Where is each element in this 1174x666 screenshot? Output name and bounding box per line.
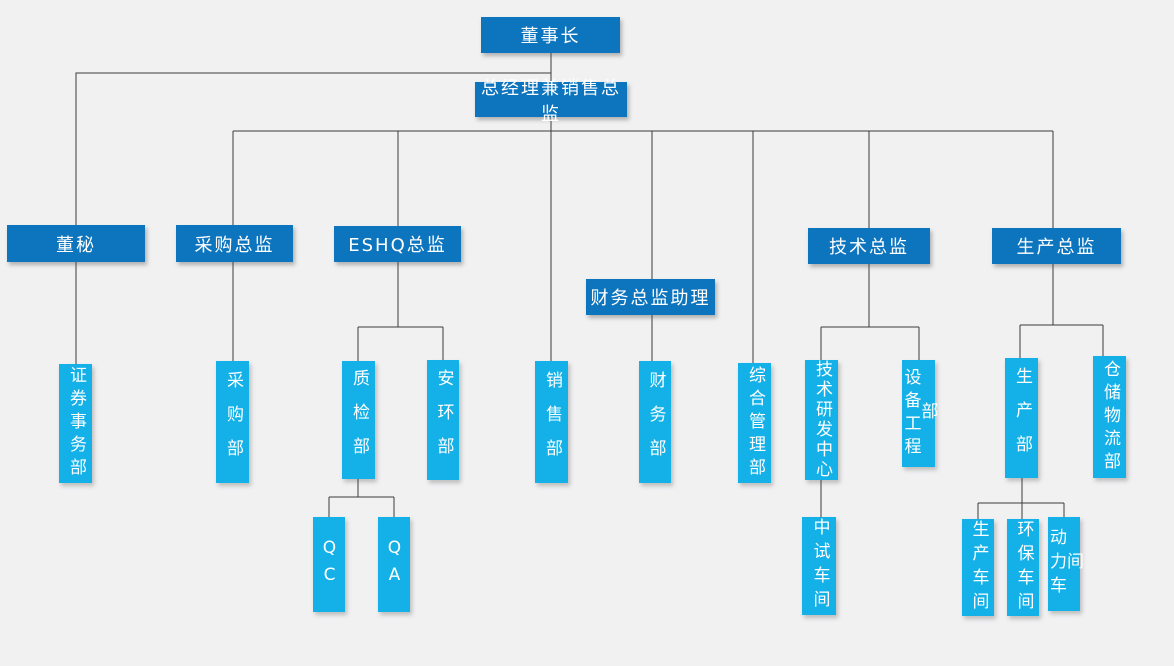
org-node-env-workshop[interactable]: 环保车间	[1007, 519, 1039, 616]
org-node-power-workshop[interactable]: 动力车间	[1046, 517, 1083, 611]
org-node-pilot-workshop[interactable]: 中试车间	[802, 517, 836, 615]
org-node-equipment-dept[interactable]: 设备工程部	[901, 360, 938, 467]
org-node-qc-dept[interactable]: 质检部	[342, 361, 375, 479]
org-node-warehouse-logistics-dept[interactable]: 仓储物流部	[1093, 356, 1126, 478]
org-node-gm-sales-director[interactable]: 总经理兼销售总监	[475, 78, 627, 125]
org-node-general-admin-dept[interactable]: 综合管理部	[738, 363, 771, 483]
org-node-production-dept[interactable]: 生产部	[1005, 358, 1038, 478]
org-node-board-secretary[interactable]: 董秘	[7, 225, 145, 262]
org-node-qc-team[interactable]: QC	[313, 517, 345, 612]
org-node-qa-team[interactable]: QA	[378, 517, 410, 612]
org-node-finance-dept[interactable]: 财务部	[639, 361, 671, 483]
org-node-tech-director[interactable]: 技术总监	[808, 228, 930, 264]
org-node-securities-dept[interactable]: 证券事务部	[59, 364, 92, 483]
org-node-eshq-director[interactable]: ESHQ总监	[334, 226, 461, 262]
org-node-production-workshop[interactable]: 生产车间	[962, 519, 994, 616]
org-node-finance-assistant[interactable]: 财务总监助理	[586, 279, 715, 315]
org-node-procurement-dept[interactable]: 采购部	[216, 361, 249, 483]
org-node-rd-center[interactable]: 技术研发中心	[805, 360, 838, 480]
org-node-chairman[interactable]: 董事长	[481, 17, 620, 53]
org-node-safety-env-dept[interactable]: 安环部	[427, 360, 459, 480]
org-node-procurement-director[interactable]: 采购总监	[176, 225, 293, 262]
org-node-sales-dept[interactable]: 销售部	[535, 361, 568, 483]
org-node-production-director[interactable]: 生产总监	[992, 228, 1121, 264]
